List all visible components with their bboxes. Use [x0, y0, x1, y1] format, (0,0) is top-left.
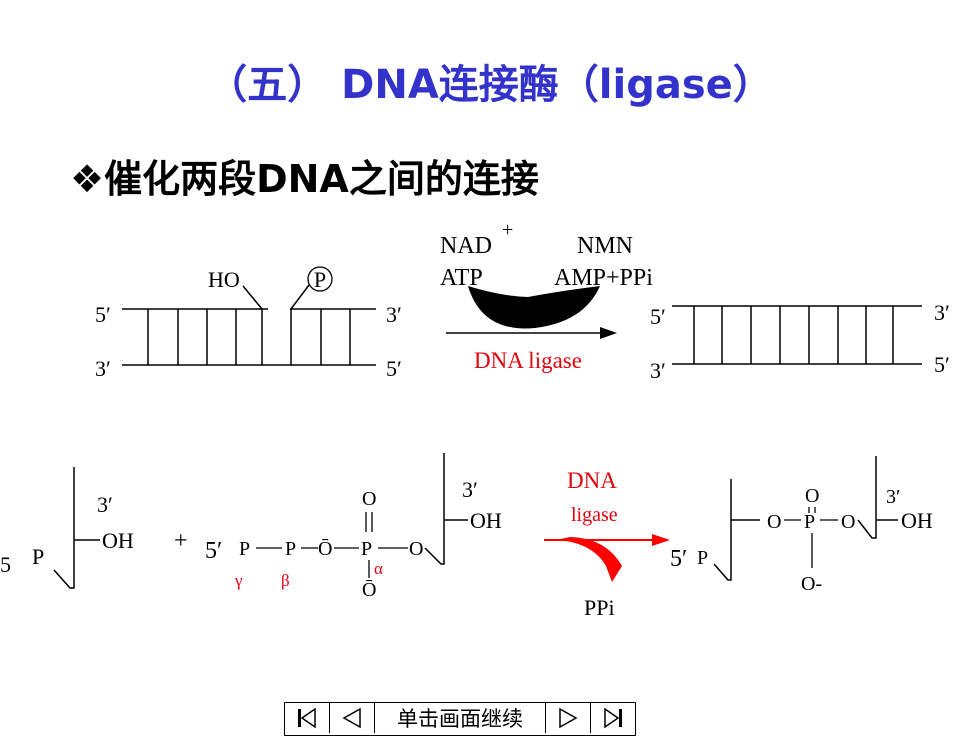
strand-label-5prime-left-top: 5′ — [95, 302, 111, 327]
enzyme-label-lower-2: ligase — [571, 504, 618, 526]
enzyme-arrowhead — [652, 534, 670, 546]
product-left-sugar — [713, 479, 760, 581]
first-icon — [298, 707, 316, 729]
atp-label: ATP — [440, 265, 483, 291]
o-bridge: Ō — [318, 538, 332, 560]
left-5: 5 — [0, 552, 11, 577]
first-slide-button[interactable] — [285, 703, 330, 733]
nicked-dna — [122, 284, 376, 366]
ligase-diagram: P HO 5′ 3′ 3′ 5′ NAD + NMN ATP AMP+PPi D… — [0, 219, 950, 620]
o-ester: O — [409, 538, 423, 560]
sealed-dna — [672, 305, 922, 365]
reaction-arrowhead — [600, 327, 617, 339]
slide-title: （五） DNA连接酶（ligase） — [207, 62, 773, 108]
left-3prime: 3′ — [97, 492, 113, 517]
left-p: P — [32, 544, 44, 569]
amp-ppi-label: AMP+PPi — [554, 265, 653, 291]
continue-button[interactable]: 单击画面继续 — [375, 703, 546, 733]
enzyme-label-lower-1: DNA — [567, 468, 617, 493]
nad-superscript: + — [502, 219, 513, 241]
sealed-5prime-right: 5′ — [934, 352, 950, 377]
product-o-right: O — [841, 511, 855, 533]
prev-slide-button[interactable] — [330, 703, 375, 733]
product-right-sugar — [857, 456, 898, 539]
o-minus-bottom: Ō — [362, 579, 376, 601]
ntp-oh: OH — [470, 508, 502, 533]
product-o-minus: O- — [801, 573, 822, 595]
right-sugar-ntp — [424, 453, 468, 565]
strand-label-5prime-right-bottom: 5′ — [386, 356, 402, 381]
phosphate-label: P — [314, 267, 326, 292]
p-alpha: P — [361, 538, 372, 560]
p-beta: P — [285, 538, 296, 560]
bullet-point: ❖催化两段DNA之间的连接 — [70, 157, 539, 201]
last-icon — [604, 707, 622, 729]
beta-label: β — [281, 571, 290, 590]
product-p: P — [697, 547, 708, 569]
ppi-product: PPi — [584, 595, 615, 620]
product-o-left: O — [767, 511, 781, 533]
plus-sign: + — [174, 528, 188, 554]
ntp-5prime: 5′ — [205, 538, 222, 564]
sealed-3prime-left: 3′ — [650, 358, 666, 383]
prev-icon — [342, 707, 361, 729]
slide-nav: 单击画面继续 — [284, 702, 636, 736]
sealed-5prime-left: 5′ — [650, 304, 666, 329]
ppi-release-swoosh — [556, 537, 622, 582]
o-double-top: O — [362, 488, 376, 510]
next-slide-button[interactable] — [546, 703, 591, 733]
strand-label-3prime-left-bottom: 3′ — [95, 356, 111, 381]
strand-label-3prime-right-top: 3′ — [386, 302, 402, 327]
cofactor-swoosh — [468, 286, 600, 329]
phosphate-circle — [307, 266, 333, 292]
nad-label: NAD — [440, 233, 492, 259]
product-p-center: P — [804, 511, 815, 533]
sealed-3prime-right: 3′ — [934, 300, 950, 325]
ntp-3prime: 3′ — [462, 477, 478, 502]
enzyme-label-upper: DNA ligase — [474, 348, 582, 373]
alpha-label: α — [374, 559, 383, 578]
last-slide-button[interactable] — [591, 703, 635, 733]
left-sugar — [53, 467, 100, 589]
hydroxyl-label: HO — [208, 267, 240, 292]
product-5prime: 5′ — [670, 546, 687, 572]
left-oh: OH — [102, 528, 134, 553]
product-oh: OH — [901, 508, 933, 533]
nmn-label: NMN — [577, 233, 633, 259]
next-icon — [559, 707, 578, 729]
product-o-top: O — [805, 485, 819, 507]
gamma-label: γ — [234, 571, 243, 590]
product-3prime: 3′ — [886, 486, 900, 508]
p-gamma: P — [239, 538, 250, 560]
